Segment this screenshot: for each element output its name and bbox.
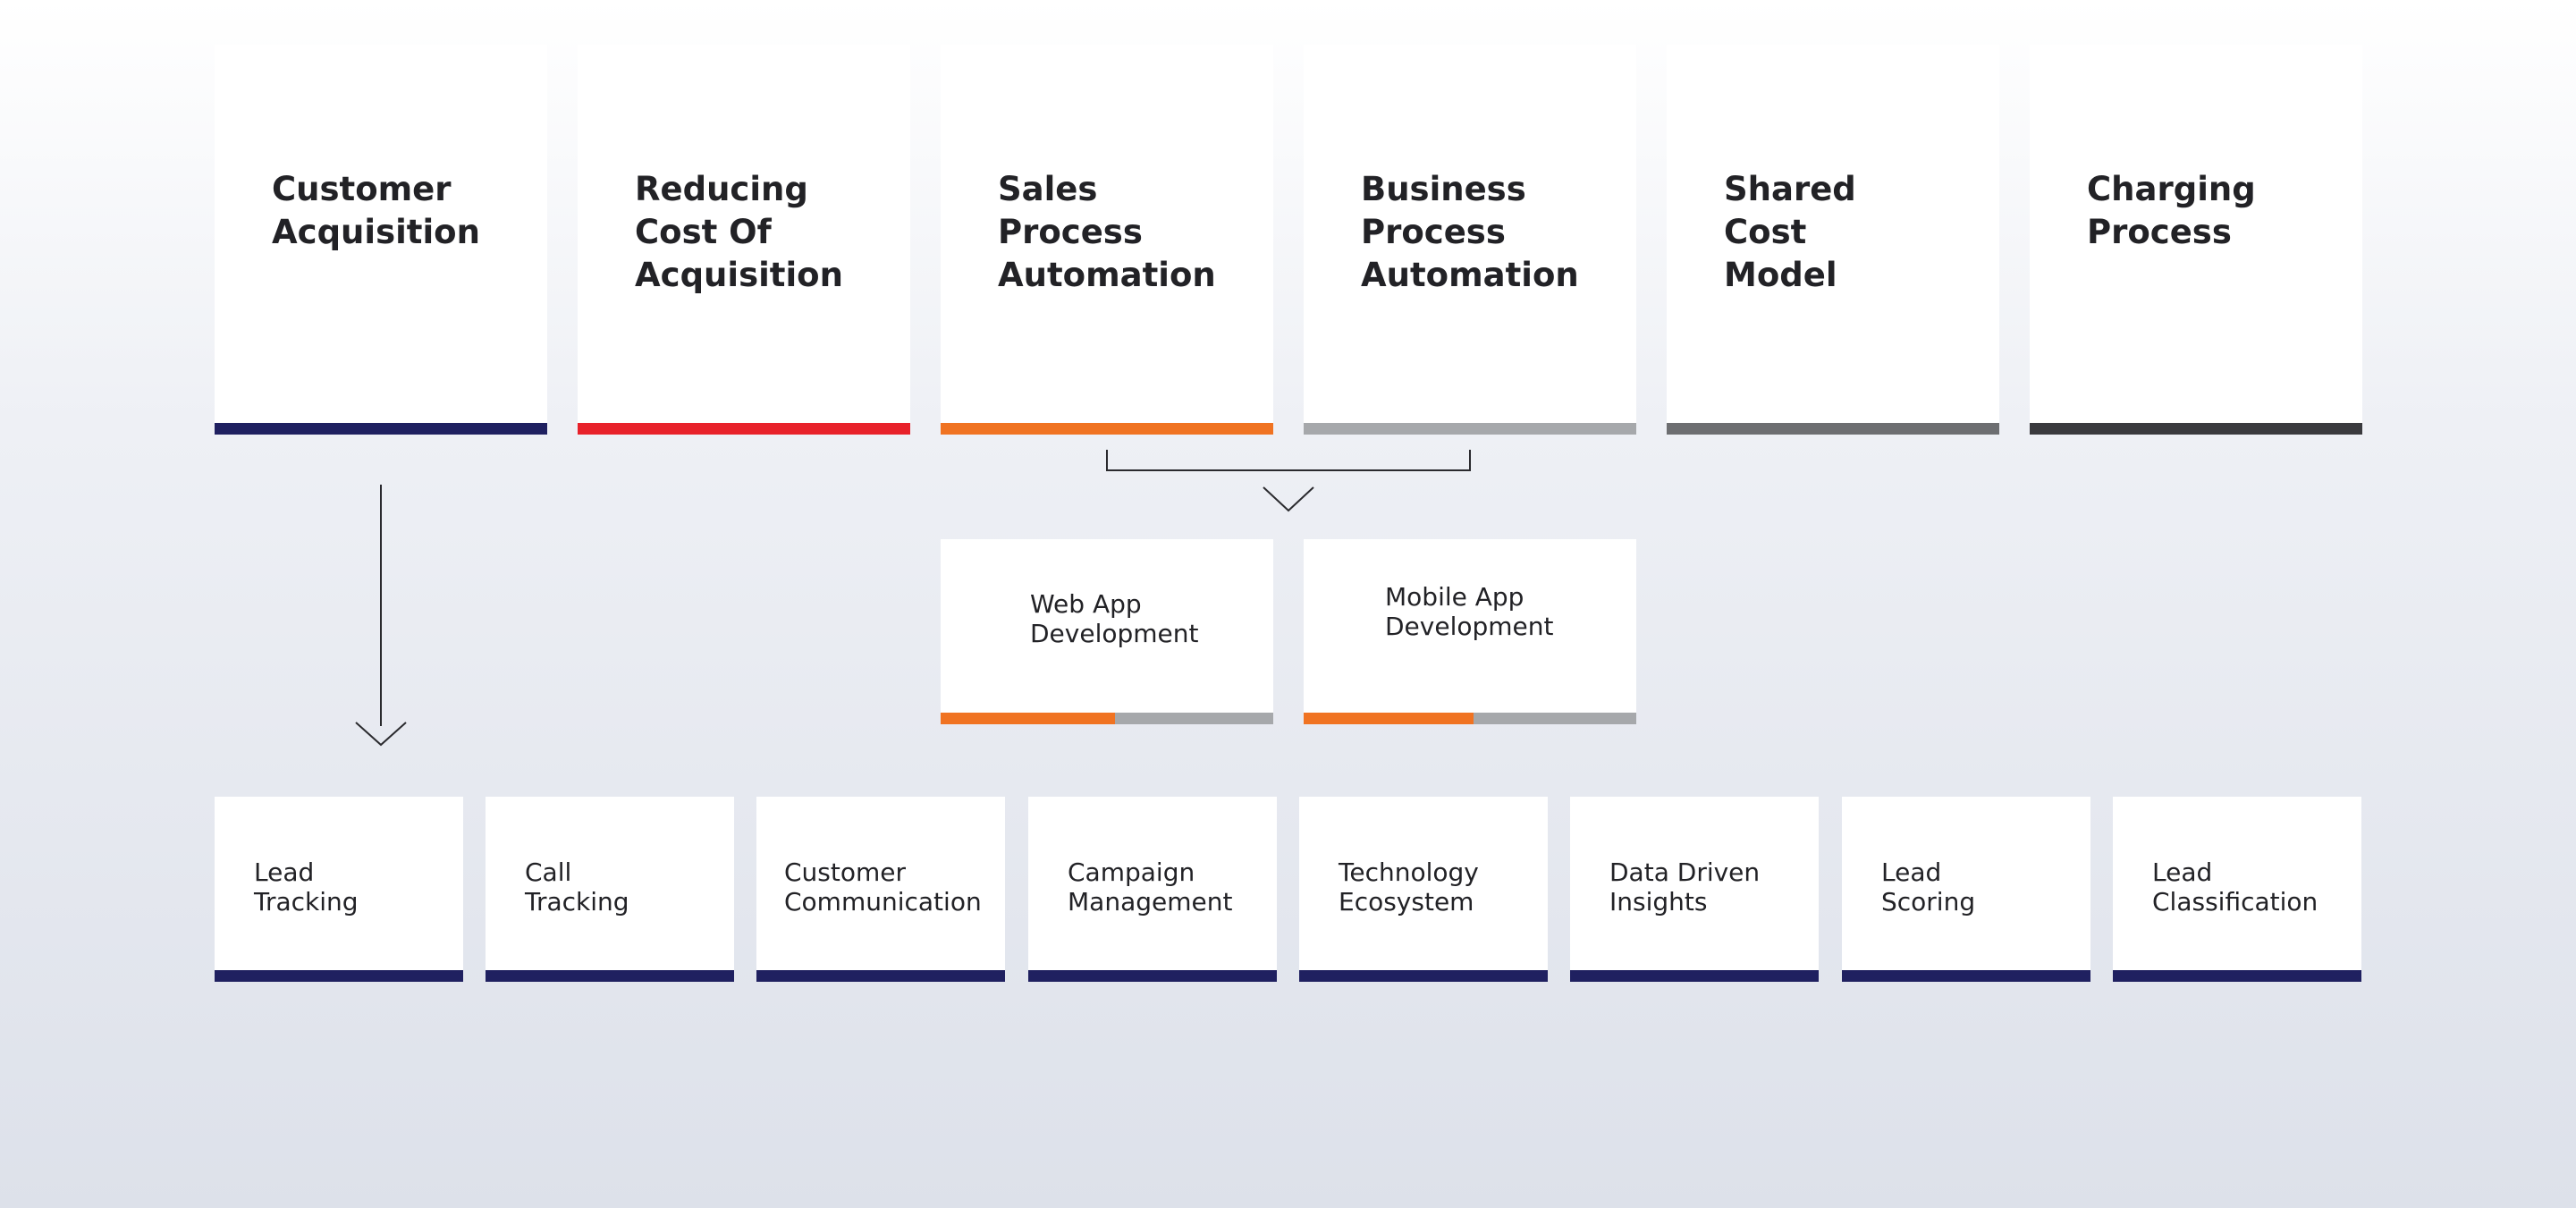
card-shared-cost-model: Shared Cost Model	[1667, 45, 1999, 435]
card-label: Business Process Automation	[1361, 170, 1579, 294]
card-accent-bar	[1667, 423, 1999, 435]
card-label: Lead Classification	[2152, 857, 2318, 917]
card-business-process-automation: Business Process Automation	[1304, 45, 1636, 435]
card-label: Technology Ecosystem	[1339, 857, 1479, 917]
card-label: Customer Communication	[784, 857, 982, 917]
card-lead-classification: Lead Classification	[2113, 797, 2361, 982]
card-accent-bar	[2030, 423, 2362, 435]
card-campaign-management: Campaign Management	[1028, 797, 1277, 982]
card-accent-bar	[215, 423, 547, 435]
card-label: Campaign Management	[1068, 857, 1233, 917]
card-accent-bar	[941, 423, 1273, 435]
card-accent-bar	[2113, 970, 2361, 982]
card-accent-bar	[1842, 970, 2090, 982]
card-label: Data Driven Insights	[1609, 857, 1761, 917]
card-accent-bar	[1299, 970, 1548, 982]
card-label: Sales Process Automation	[998, 170, 1216, 294]
card-web-app-development: Web App Development	[941, 539, 1273, 724]
card-label: Customer Acquisition	[272, 170, 480, 251]
card-accent-bar	[1304, 713, 1636, 724]
card-accent-bar	[1304, 423, 1636, 435]
card-accent-bar	[486, 970, 734, 982]
card-mobile-app-development: Mobile App Development	[1304, 539, 1636, 724]
bracket-connector	[1106, 450, 1471, 471]
card-customer-communication: Customer Communication	[756, 797, 1005, 982]
card-customer-acquisition: Customer Acquisition	[215, 45, 547, 435]
card-data-driven-insights: Data Driven Insights	[1570, 797, 1819, 982]
card-accent-bar	[1028, 970, 1277, 982]
card-sales-process-automation: Sales Process Automation	[941, 45, 1273, 435]
card-label: Charging Process	[2087, 170, 2256, 251]
card-label: Reducing Cost Of Acquisition	[635, 170, 843, 294]
chevron-down-icon	[355, 722, 407, 747]
chevron-down-icon	[1263, 486, 1314, 512]
card-accent-bar	[1570, 970, 1819, 982]
card-accent-bar	[941, 713, 1273, 724]
card-call-tracking: Call Tracking	[486, 797, 734, 982]
card-label: Lead Scoring	[1881, 857, 1976, 917]
card-technology-ecosystem: Technology Ecosystem	[1299, 797, 1548, 982]
card-lead-scoring: Lead Scoring	[1842, 797, 2090, 982]
card-label: Lead Tracking	[254, 857, 359, 917]
card-charging-process: Charging Process	[2030, 45, 2362, 435]
card-accent-bar	[578, 423, 910, 435]
card-label: Call Tracking	[525, 857, 629, 917]
card-label: Mobile App Development	[1385, 582, 1554, 641]
card-accent-bar	[756, 970, 1005, 982]
card-label: Web App Development	[1030, 589, 1199, 648]
card-lead-tracking: Lead Tracking	[215, 797, 463, 982]
card-label: Shared Cost Model	[1724, 170, 1856, 294]
card-reducing-cost-of-acquisition: Reducing Cost Of Acquisition	[578, 45, 910, 435]
card-accent-bar	[215, 970, 463, 982]
